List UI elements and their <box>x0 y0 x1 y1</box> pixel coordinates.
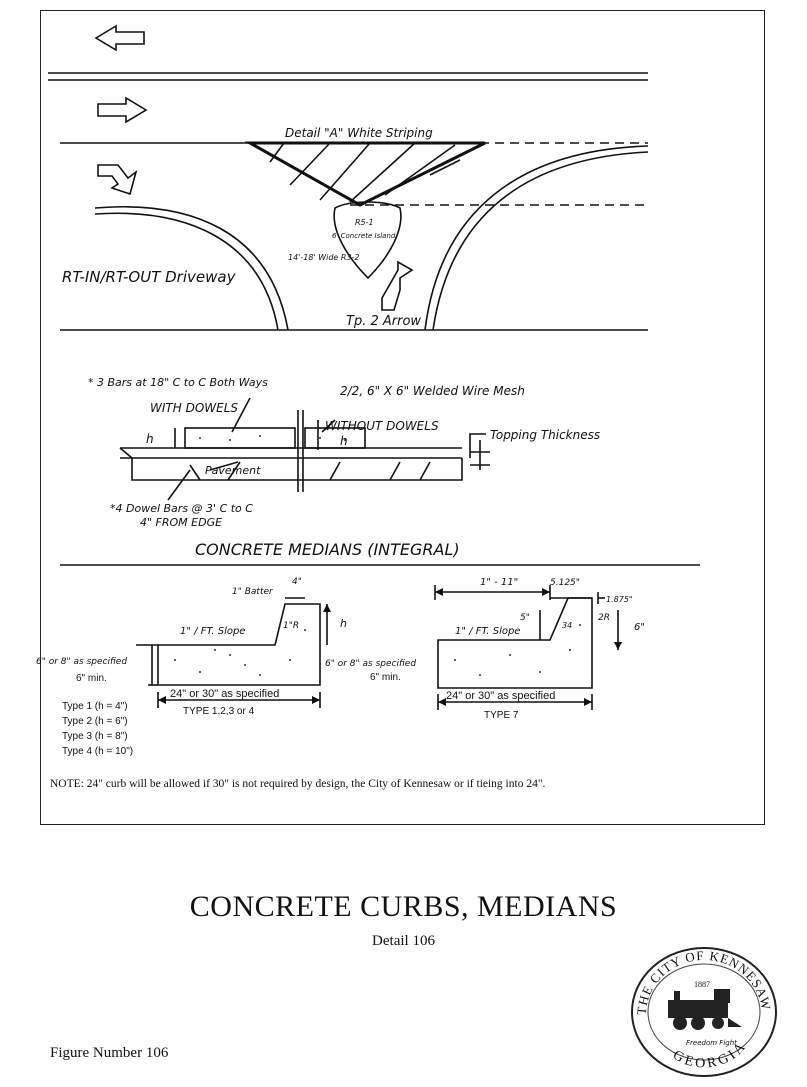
dim-2r: 2R <box>598 613 610 623</box>
seal-year: 1887 <box>694 980 710 989</box>
curb-note: NOTE: 24" curb will be allowed if 30" is… <box>50 778 546 790</box>
pavement-label: Pavement <box>205 464 261 477</box>
range-right-label: 1" - 11" <box>480 577 518 588</box>
seal-motto: Freedom Fight <box>686 1039 737 1047</box>
radius-left-label: 1"R <box>283 621 299 631</box>
four-inch-label: 4" <box>292 577 302 587</box>
dim-5125: 5.125" <box>550 578 580 588</box>
arrow-label: Tp. 2 Arrow <box>346 314 421 329</box>
left-arrow-icon <box>94 24 145 52</box>
right-turn-arrow-icon <box>97 164 138 196</box>
topping-label: Topping Thickness <box>490 428 600 442</box>
h-right-label: h <box>340 434 348 448</box>
drawing-frame <box>40 10 765 825</box>
h-left-label: h <box>146 432 154 446</box>
spec-left-label: 6" or 8" as specified <box>36 657 127 667</box>
mesh-note: 2/2, 6" X 6" Welded Wire Mesh <box>340 384 525 398</box>
medians-heading: CONCRETE MEDIANS (INTEGRAL) <box>195 540 460 559</box>
bars-note: * 3 Bars at 18" C to C Both Ways <box>88 376 268 389</box>
h-curb-label: h <box>340 617 347 630</box>
type-1: Type 1 (h = 4") <box>62 701 128 712</box>
width-left-label: 24" or 30" as specified <box>170 688 279 700</box>
dim-34: 34 <box>562 621 572 630</box>
train-icon <box>668 989 742 1030</box>
type-3: Type 3 (h = 8") <box>62 731 128 742</box>
with-dowels-label: WITH DOWELS <box>150 401 238 415</box>
min-mid-label: 6" min. <box>370 672 401 683</box>
driveway-label: RT-IN/RT-OUT Driveway <box>62 268 237 286</box>
min-left-label: 6" min. <box>76 673 107 684</box>
type-2: Type 2 (h = 6") <box>62 716 128 727</box>
right-arrow-icon <box>97 96 148 124</box>
detail-a-label: Detail "A" White Striping <box>285 126 433 140</box>
dim-6: 6" <box>634 622 645 633</box>
type-left-label: TYPE 1,2,3 or 4 <box>183 706 255 717</box>
without-dowels-label: WITHOUT DOWELS <box>325 419 439 433</box>
page-title: CONCRETE CURBS, MEDIANS <box>189 890 618 923</box>
spec-mid-label: 6" or 8" as specified <box>325 659 416 669</box>
dim-1875: 1.875" <box>606 595 633 604</box>
slope-right-label: 1" / FT. Slope <box>455 626 520 637</box>
island-code: R5-1 <box>355 218 374 227</box>
city-seal: THE CITY OF KENNESAW GEORGIA 1887 Freedo… <box>631 947 777 1077</box>
dowel-note-2: 4" FROM EDGE <box>140 516 222 529</box>
page-subtitle: Detail 106 <box>372 933 435 949</box>
wide-label: 14'-18' Wide R3-2 <box>288 253 360 262</box>
batter-label: 1" Batter <box>232 587 274 597</box>
width-right-label: 24" or 30" as specified <box>446 690 555 702</box>
figure-number: Figure Number 106 <box>50 1045 169 1061</box>
type-right-label: TYPE 7 <box>484 710 519 721</box>
dowel-note-1: *4 Dowel Bars @ 3' C to C <box>110 502 253 515</box>
slope-left-label: 1" / FT. Slope <box>180 626 245 637</box>
island-label: 6' Concrete Island <box>332 232 396 240</box>
dim-5: 5" <box>520 613 530 623</box>
type-4: Type 4 (h = 10") <box>62 746 133 757</box>
